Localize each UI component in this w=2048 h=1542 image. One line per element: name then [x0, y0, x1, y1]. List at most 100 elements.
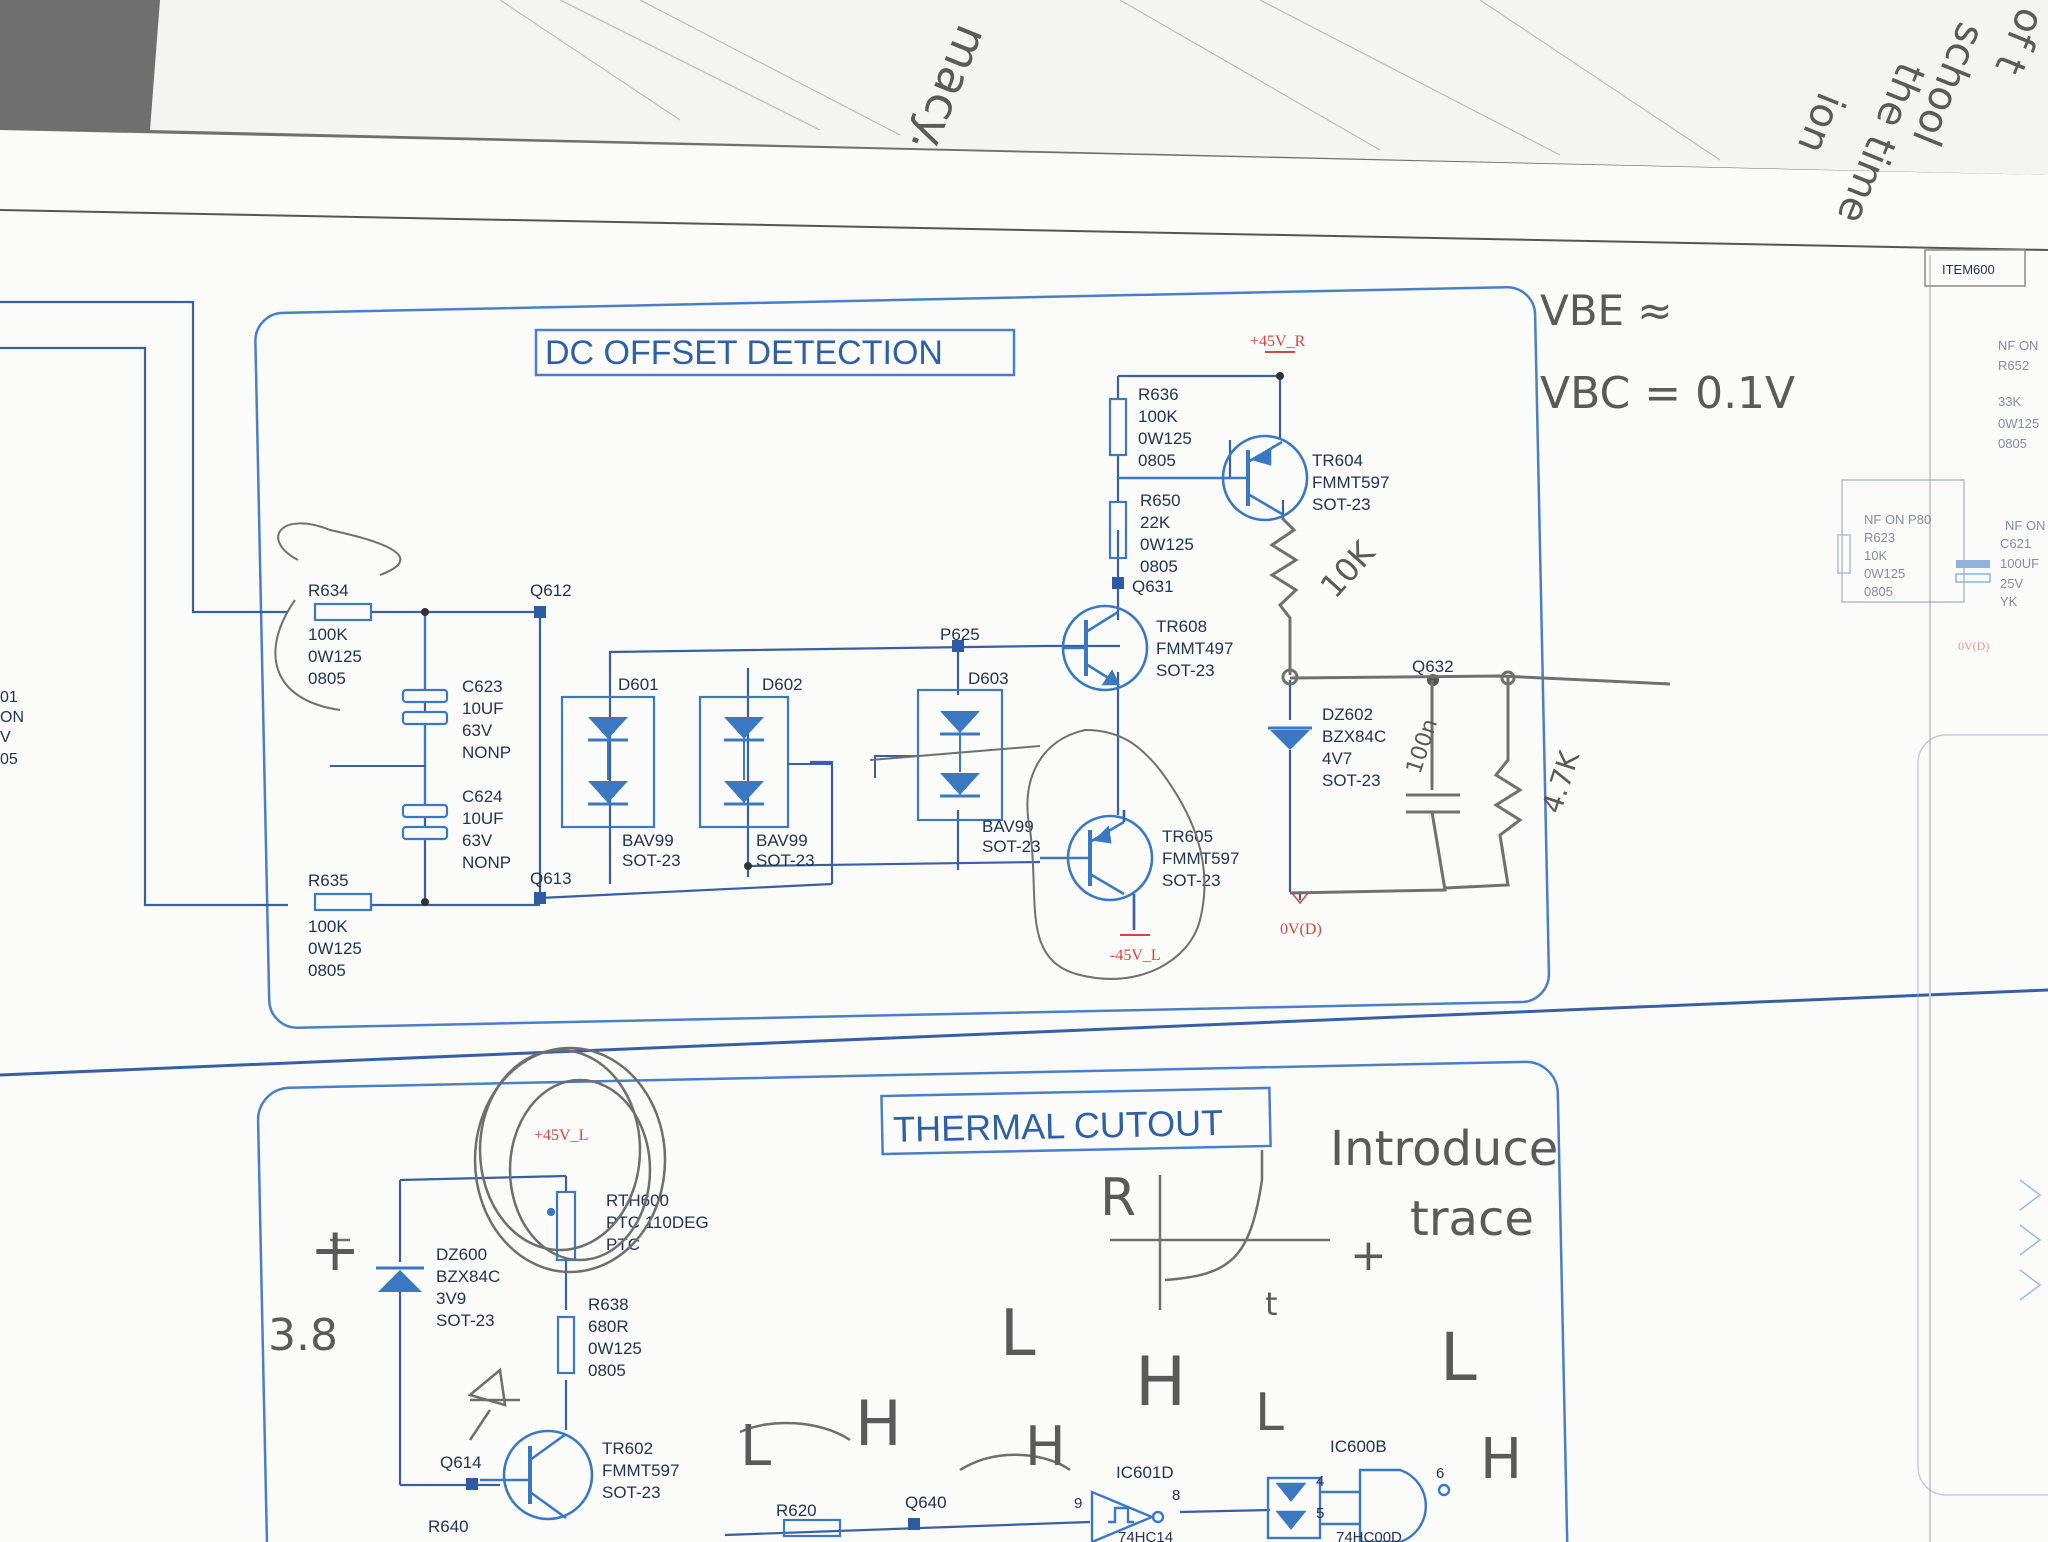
- hand-L3: L: [740, 1414, 771, 1479]
- d603-pkg: SOT-23: [982, 837, 1041, 856]
- svg-text:100K: 100K: [308, 917, 348, 936]
- r634-label: R634 100K 0W125 0805: [308, 581, 362, 688]
- tr604-transistor: [1118, 434, 1309, 522]
- svg-text:0805: 0805: [1140, 557, 1178, 576]
- svg-text:DZ602: DZ602: [1322, 705, 1373, 724]
- q614-junction: [466, 1478, 478, 1490]
- dz600-zener: [376, 1266, 424, 1292]
- svg-text:C621: C621: [2000, 536, 2031, 551]
- dz602-zener: [1268, 726, 1312, 750]
- svg-text:NF ON P80: NF ON P80: [1864, 512, 1931, 527]
- svg-text:0W125: 0W125: [1998, 416, 2039, 431]
- dc-offset-frame: [254, 285, 1551, 1029]
- svg-text:NF ON: NF ON: [1998, 338, 2038, 353]
- thermal-title: THERMAL CUTOUT: [893, 1102, 1224, 1150]
- hand-plus: +: [1350, 1230, 1387, 1281]
- ic601-pin8: 8: [1172, 1487, 1180, 1504]
- thermal-wiring: [398, 1174, 1271, 1537]
- ground-label: 0V(D): [1280, 921, 1322, 938]
- thermal-title-box: [880, 1086, 1272, 1156]
- hand-introduce: Introduce: [1330, 1121, 1558, 1177]
- r635-label: R635 100K 0W125 0805: [308, 871, 362, 980]
- svg-text:680R: 680R: [588, 1317, 629, 1336]
- svg-text:BZX84C: BZX84C: [436, 1267, 500, 1286]
- ic600-pin6: 6: [1436, 1465, 1444, 1482]
- q612-junction: [534, 606, 546, 618]
- rth600-label: RTH600 PTC 110DEG PTC: [606, 1191, 709, 1254]
- thermal-pos-rail: +45V_L: [534, 1127, 588, 1144]
- svg-text:10UF: 10UF: [462, 809, 504, 828]
- svg-text:0W125: 0W125: [588, 1339, 642, 1358]
- title-block: [1924, 249, 2026, 287]
- hand-t: t: [1265, 1285, 1278, 1323]
- hand-H2: H: [855, 1387, 902, 1460]
- svg-text:01: 01: [0, 689, 18, 706]
- tr605-transistor: [1040, 810, 1154, 930]
- ic600-pin4: 4: [1316, 1473, 1324, 1490]
- svg-text:SOT-23: SOT-23: [436, 1311, 495, 1330]
- svg-text:100K: 100K: [1138, 407, 1178, 426]
- svg-text:0W125: 0W125: [1864, 566, 1905, 581]
- svg-text:R634: R634: [308, 581, 349, 600]
- hand-trace: trace: [1410, 1191, 1534, 1247]
- svg-text:NONP: NONP: [462, 853, 511, 872]
- svg-text:FMMT597: FMMT597: [602, 1461, 679, 1480]
- svg-text:25V: 25V: [2000, 576, 2023, 591]
- svg-text:RTH600: RTH600: [606, 1191, 669, 1210]
- svg-text:0805: 0805: [1138, 451, 1176, 470]
- c623-label: C623 10UF 63V NONP: [462, 677, 511, 762]
- ic601-pin9: 9: [1074, 1495, 1082, 1512]
- tr604-label: TR604 FMMT597 SOT-23: [1312, 451, 1389, 514]
- svg-text:SOT-23: SOT-23: [1322, 771, 1381, 790]
- svg-text:C623: C623: [462, 677, 503, 696]
- node-dot-2: [421, 898, 429, 906]
- pos-rail-label: +45V_R: [1250, 333, 1306, 350]
- c624-capacitor: [401, 803, 449, 841]
- hand-L1: L: [1000, 1297, 1036, 1371]
- r640-label: R640: [428, 1517, 469, 1536]
- ic601d-label: IC601D: [1116, 1463, 1174, 1482]
- svg-text:R635: R635: [308, 871, 349, 890]
- tr608-transistor: [1061, 604, 1149, 692]
- svg-text:TR602: TR602: [602, 1439, 653, 1458]
- thermal-frame: [256, 1060, 1569, 1542]
- hand-L4: L: [1255, 1383, 1284, 1443]
- svg-text:R650: R650: [1140, 491, 1181, 510]
- svg-text:TR604: TR604: [1312, 451, 1363, 470]
- svg-text:FMMT597: FMMT597: [1162, 849, 1239, 868]
- svg-text:100K: 100K: [308, 625, 348, 644]
- svg-text:ON: ON: [0, 709, 24, 726]
- hand-R: R: [1100, 1168, 1136, 1228]
- q613-label: Q613: [530, 869, 572, 888]
- svg-text:0W125: 0W125: [308, 647, 362, 666]
- dc-offset-title-box: [534, 328, 1016, 377]
- tr602-label: TR602 FMMT597 SOT-23: [602, 1439, 679, 1502]
- d601-pkg: SOT-23: [622, 851, 681, 870]
- dz602-label: DZ602 BZX84C 4V7 SOT-23: [1322, 705, 1386, 790]
- svg-text:R652: R652: [1998, 358, 2029, 373]
- rth600-thermistor: [546, 1190, 577, 1262]
- svg-text:R623: R623: [1864, 530, 1895, 545]
- right-margin-components: NF ON R652 33K 0W125 0805 NF ON P80 R623…: [1837, 338, 2048, 1496]
- svg-text:NONP: NONP: [462, 743, 511, 762]
- sheet-divider: [0, 988, 2048, 1077]
- svg-text:FMMT497: FMMT497: [1156, 639, 1233, 658]
- svg-text:BZX84C: BZX84C: [1322, 727, 1386, 746]
- r638-label: R638 680R 0W125 0805: [588, 1295, 642, 1380]
- svg-text:SOT-23: SOT-23: [602, 1483, 661, 1502]
- d601-ref: D601: [618, 675, 659, 694]
- hand-vbe: VBE ≈: [1540, 286, 1673, 335]
- svg-text:63V: 63V: [462, 831, 493, 850]
- svg-text:R636: R636: [1138, 385, 1179, 404]
- r636-label: R636 100K 0W125 0805: [1138, 385, 1192, 470]
- neg-rail-label: -45V_L: [1110, 947, 1161, 964]
- tr602-transistor: [480, 1429, 594, 1521]
- c624-label: C624 10UF 63V NONP: [462, 787, 511, 872]
- d601-part: BAV99: [622, 831, 674, 850]
- svg-text:22K: 22K: [1140, 513, 1171, 532]
- svg-text:100UF: 100UF: [2000, 556, 2039, 571]
- svg-text:YK: YK: [2000, 594, 2018, 609]
- svg-text:V: V: [0, 729, 11, 746]
- svg-text:10K: 10K: [1864, 548, 1887, 563]
